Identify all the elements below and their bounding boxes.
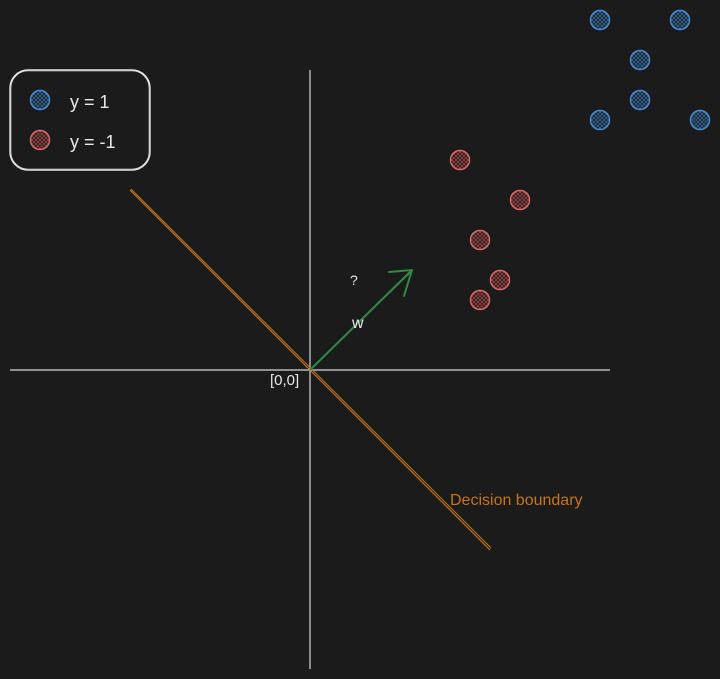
decision-boundary-label: Decision boundary [450,492,583,509]
legend-swatch-negative [29,129,51,151]
weight-vector-label: w [351,315,364,332]
legend-swatch-positive [29,89,51,111]
weight-vector-arrow [309,269,413,371]
positive-class-points [589,9,711,131]
data-point-positive [669,9,691,31]
negative-class-points [449,149,531,311]
data-point-positive [589,109,611,131]
data-point-negative [449,149,471,171]
origin-label: [0,0] [270,372,299,389]
legend: y = 1 y = -1 [9,69,151,171]
data-point-negative [469,229,491,251]
data-point-negative [489,269,511,291]
data-point-negative [469,289,491,311]
legend-box [9,69,151,171]
data-point-negative [509,189,531,211]
data-point-positive [629,49,651,71]
data-point-positive [589,9,611,31]
data-point-positive [689,109,711,131]
legend-label-positive: y = 1 [70,92,110,112]
question-mark-label: ? [350,272,358,288]
data-point-positive [629,89,651,111]
legend-label-negative: y = -1 [70,132,116,152]
